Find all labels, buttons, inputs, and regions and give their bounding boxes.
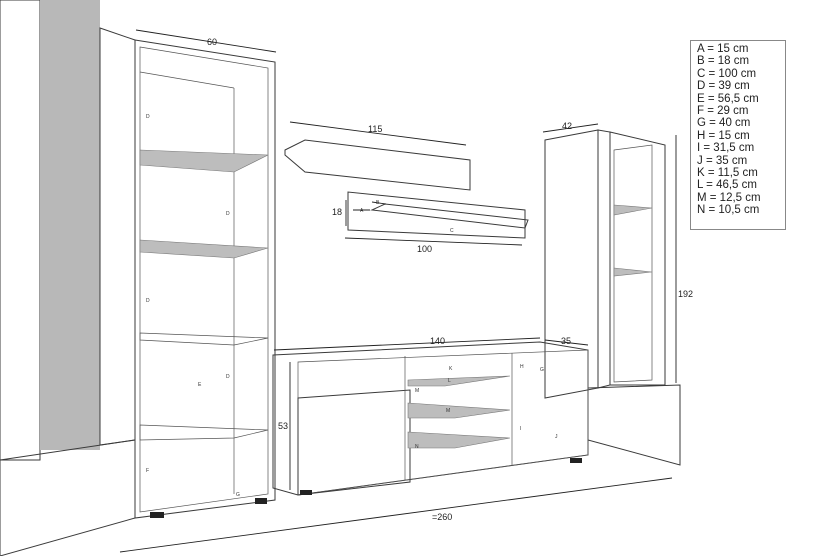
letter-g: G [236, 492, 240, 498]
legend-item: M = 12,5 cm [697, 191, 761, 204]
letter-m: M [415, 388, 419, 394]
dim-vitrine-height: 192 [678, 289, 693, 299]
legend-item: C = 100 cm [697, 67, 757, 80]
legend-item: I = 31,5 cm [697, 142, 755, 155]
letter-h: H [520, 364, 524, 370]
dim-tv-width: 140 [430, 336, 445, 346]
legend-item: N = 10,5 cm [697, 204, 760, 217]
letter-d: D [226, 211, 230, 217]
legend-item: G = 40 cm [697, 117, 751, 130]
letter-d: D [146, 298, 150, 304]
letter-m: M [446, 408, 450, 414]
tall-cabinet [134, 29, 277, 519]
legend-item: H = 15 cm [697, 129, 750, 142]
tv-unit [119, 337, 673, 553]
dim-total-width: =260 [432, 512, 452, 522]
letter-k: K [449, 366, 453, 372]
letter-n: N [415, 444, 419, 450]
dim-tall-width: 60 [207, 37, 217, 47]
letter-d: D [226, 374, 230, 380]
legend-item: F = 29 cm [697, 105, 749, 118]
letter-f: F [146, 468, 149, 474]
letter-d: D [146, 114, 150, 120]
legend-item: B = 18 cm [697, 55, 750, 68]
legend-item: J = 35 cm [697, 154, 748, 167]
legend-item: L = 46,5 cm [697, 179, 757, 192]
dimension-legend: A = 15 cm B = 18 cm C = 100 cm D = 39 cm… [690, 40, 786, 230]
legend-item: A = 15 cm [697, 43, 749, 55]
letter-b: B [376, 200, 380, 206]
dim-tv-height: 53 [278, 421, 288, 431]
letter-c: C [450, 228, 454, 234]
letter-i: I [520, 426, 521, 432]
legend-item: D = 39 cm [697, 80, 750, 93]
vitrine [542, 123, 681, 466]
letter-g: G [540, 367, 544, 373]
legend-item: K = 11,5 cm [697, 167, 758, 180]
letter-l: L [448, 378, 451, 384]
letter-a: A [360, 208, 364, 214]
wall-shelves [284, 121, 529, 246]
dim-shelf-lower-width: 100 [417, 244, 432, 254]
dim-shelf-width: 115 [368, 124, 382, 134]
dim-shelf-height: 18 [332, 207, 342, 217]
left-wardrobe [0, 0, 136, 556]
letter-j: J [555, 434, 558, 440]
dim-vitrine-width: 42 [562, 121, 572, 131]
dim-tv-depth: 35 [561, 336, 571, 346]
letter-e: E [198, 382, 202, 388]
legend-item: E = 56,5 cm [697, 92, 759, 105]
